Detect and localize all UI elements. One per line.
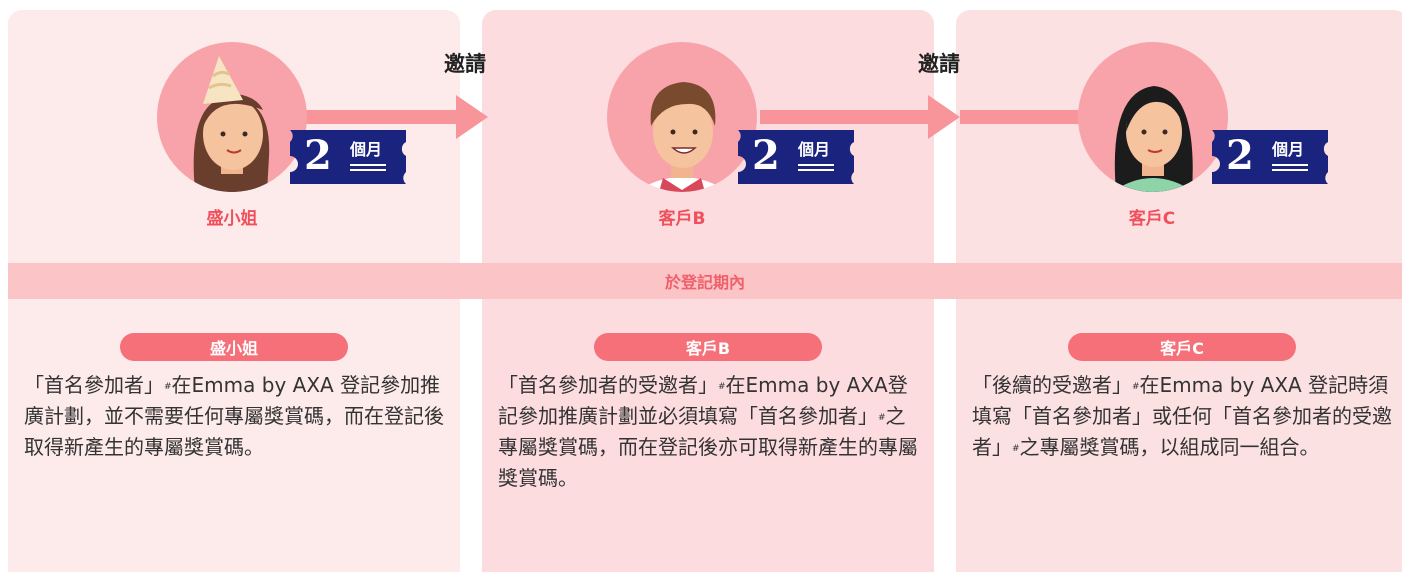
avatar-ms-shing: [157, 42, 307, 192]
role-description-2: 「首名參加者的受邀者」#在Emma by AXA登記參加推廣計劃並必須填寫「首名…: [498, 370, 918, 494]
desc-text: 「後續的受邀者」: [972, 373, 1132, 397]
person-name-1: 盛小姐: [206, 209, 258, 229]
badge-underline: [1272, 164, 1308, 166]
arrow-right-icon: [456, 95, 488, 139]
badge-unit: 個月: [1272, 140, 1305, 159]
party-hat-icon: [203, 56, 243, 104]
arrow-line-2: [760, 110, 930, 124]
badge-number: 2: [752, 132, 780, 179]
badge-unit: 個月: [798, 140, 831, 159]
footnote-mark: #: [878, 413, 886, 423]
badge-number: 2: [1226, 132, 1254, 179]
role-description-1: 「首名參加者」#在Emma by AXA 登記參加推廣計劃，並不需要任何專屬獎賞…: [24, 370, 444, 463]
footnote-mark: #: [164, 382, 172, 392]
avatar-customer-b: [607, 42, 757, 192]
badge-underline: [350, 169, 386, 171]
person-name-2: 客戶B: [658, 209, 706, 229]
avatar-customer-c: [1078, 42, 1228, 192]
arrow-right-icon: [928, 95, 960, 139]
desc-text: 之專屬獎賞碼，而在登記後亦可取得新產生的專屬獎賞碼。: [498, 404, 918, 490]
badge-underline: [1272, 169, 1308, 171]
badge-unit: 個月: [350, 140, 383, 159]
person-name-3: 客戶C: [1128, 209, 1176, 229]
badge-underline: [350, 164, 386, 166]
arrow-line-1: [300, 110, 460, 124]
registration-period-banner: 於登記期內: [8, 263, 1402, 299]
role-pill-3: 客戶C: [1068, 333, 1296, 361]
desc-text: 「首名參加者的受邀者」: [498, 373, 718, 397]
desc-text: 在Emma by AXA登記參加推廣計劃並必須填寫「首名參加者」: [498, 373, 908, 428]
role-pill-1: 盛小姐: [120, 333, 348, 361]
invite-label-1: 邀請: [444, 52, 486, 76]
badge-underline: [798, 169, 834, 171]
desc-text: 「首名參加者」: [24, 373, 164, 397]
footnote-mark: #: [718, 382, 726, 392]
arrow-line-3: [960, 110, 1110, 124]
desc-text: 在Emma by AXA 登記參加推廣計劃，並不需要任何專屬獎賞碼，而在登記後取…: [24, 373, 444, 459]
role-pill-2: 客戶B: [594, 333, 822, 361]
ticket-badge-2: 2 個月: [732, 126, 860, 188]
ticket-badge-3: 2 個月: [1206, 126, 1334, 188]
desc-text: 之專屬獎賞碼，以組成同一組合。: [1019, 435, 1320, 459]
badge-underline: [798, 164, 834, 166]
footnote-mark: #: [1012, 444, 1020, 454]
badge-number: 2: [304, 132, 332, 179]
desc-text: 在Emma by AXA 登記時須填寫「首名參加者」或任何「首名參加者的受邀者」: [972, 373, 1392, 459]
invite-label-2: 邀請: [918, 52, 960, 76]
footnote-mark: #: [1132, 382, 1140, 392]
ticket-badge-1: 2 個月: [284, 126, 412, 188]
role-description-3: 「後續的受邀者」#在Emma by AXA 登記時須填寫「首名參加者」或任何「首…: [972, 370, 1392, 463]
